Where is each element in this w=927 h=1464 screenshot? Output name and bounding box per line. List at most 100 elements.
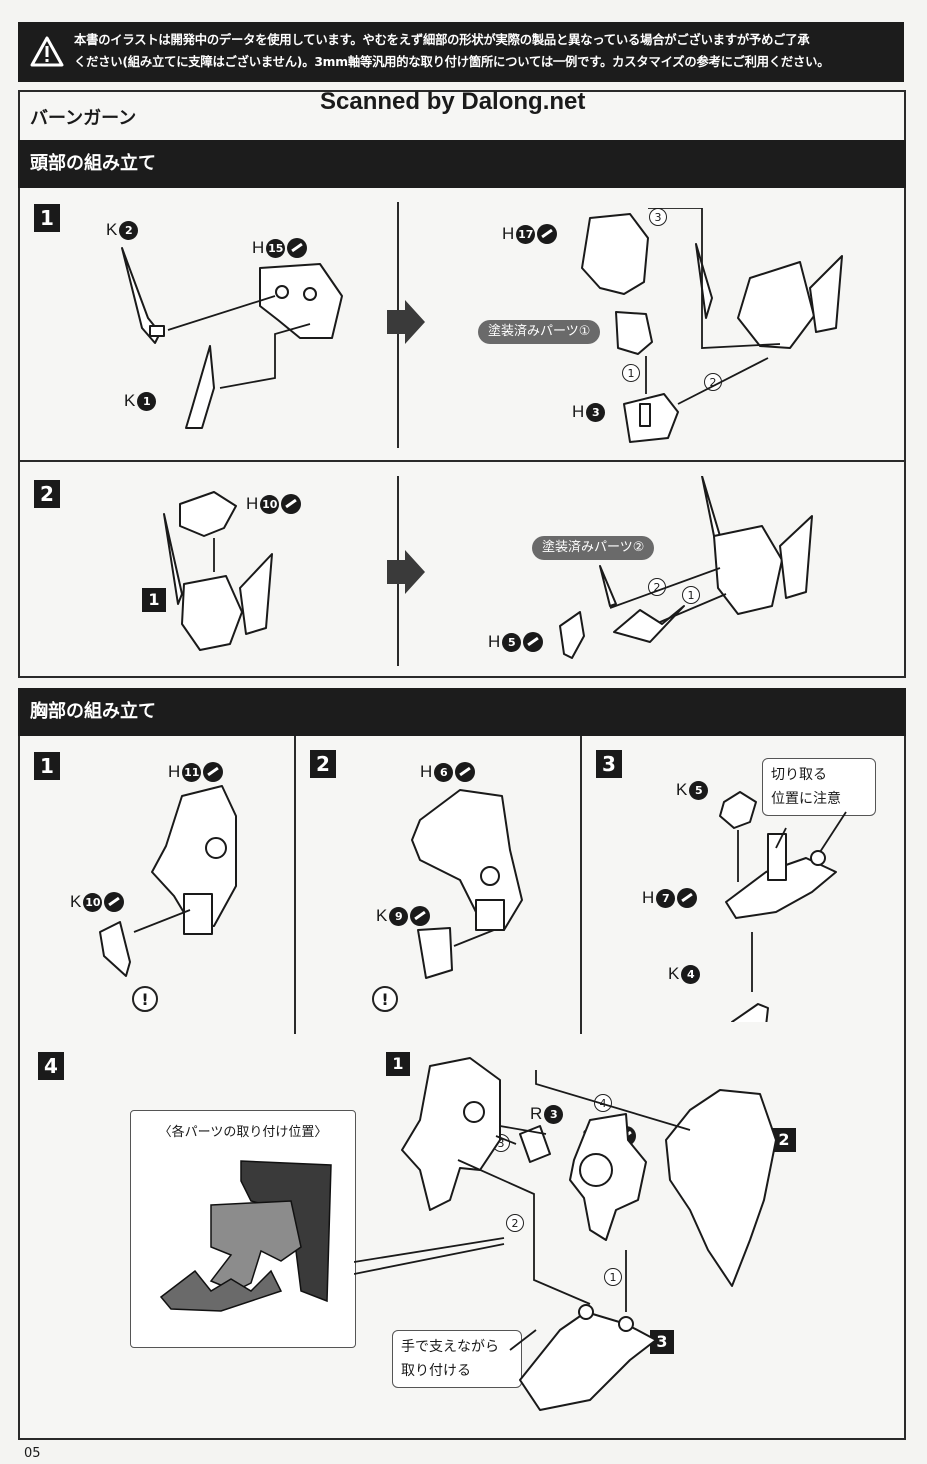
gate-cut-icon	[455, 762, 476, 782]
caution-icon: !	[132, 986, 158, 1012]
subassembly-ref-3: 3	[650, 1330, 674, 1354]
face-part-h17	[581, 213, 649, 295]
assembly-arrow	[499, 1125, 547, 1135]
chest-section-title: 胸部の組み立て	[18, 688, 906, 736]
wing	[779, 515, 813, 599]
product-name: バーンガーン	[30, 108, 137, 129]
head-step2-left-diagram	[163, 491, 273, 651]
horn	[695, 243, 713, 319]
step-number: 1	[34, 204, 60, 232]
inset-diagram	[159, 1160, 332, 1312]
panel-divider	[294, 736, 298, 1034]
step-number: 2	[310, 750, 336, 778]
gate-cut-icon	[523, 632, 544, 652]
part-h5	[559, 611, 585, 659]
assembly-arrow	[659, 593, 727, 623]
step-number: 1	[34, 752, 60, 780]
wing	[239, 553, 273, 635]
assembly-arrow	[609, 567, 721, 609]
chest-step-4-panel: 4 〈各パーツの取り付け位置〉 1 2 3 R3 S5 4 3 2 1 手で支え…	[18, 1034, 906, 1440]
cut-position-note: 切り取る 位置に注意	[762, 758, 876, 816]
head-assembly	[181, 575, 243, 651]
assembly-arrow	[133, 909, 191, 933]
order-step-1: 1	[682, 586, 700, 604]
painted-part-1	[615, 311, 653, 355]
part-k9	[417, 927, 453, 979]
support-note: 手で支えながら 取り付ける	[392, 1330, 522, 1388]
head-step1-right-diagram	[581, 208, 843, 443]
part-k10	[99, 921, 131, 977]
head-assembly	[737, 261, 815, 349]
assembly-arrow	[677, 357, 769, 405]
warning-icon	[30, 36, 64, 67]
chest-base-assembly	[519, 1311, 657, 1411]
caution-icon: !	[372, 986, 398, 1012]
inset-title: 〈各パーツの取り付け位置〉	[158, 1125, 328, 1140]
gate-cut-icon	[104, 892, 125, 912]
chest-right-assembly	[665, 1089, 777, 1287]
part-r3	[519, 1125, 551, 1163]
next-arrow-icon	[387, 550, 425, 594]
subassembly-ref-1: 1	[386, 1052, 410, 1076]
painted-part-2	[613, 605, 685, 643]
page-number: 05	[24, 1446, 41, 1461]
gate-cut-icon	[287, 238, 308, 258]
antenna	[599, 565, 617, 607]
gate-cut-icon	[203, 762, 224, 782]
order-step-2: 2	[506, 1214, 524, 1232]
chest-step2-diagram	[411, 789, 523, 979]
gate-cut-icon	[677, 888, 698, 908]
inset-box: 〈各パーツの取り付け位置〉	[130, 1110, 356, 1348]
next-arrow-icon	[387, 300, 425, 344]
gate-cut-icon	[281, 494, 302, 514]
warning-line-2: ください(組み立てに支障はございません)。3mm軸等汎用的な取り付け箇所について…	[74, 55, 830, 69]
head-step2-right-diagram	[559, 476, 813, 659]
assembly-arrow	[457, 1159, 591, 1305]
warning-line-1: 本書のイラストは開発中のデータを使用しています。やむをえず細部の形状が実際の製品…	[74, 33, 810, 47]
assembly-arrow	[495, 1135, 517, 1145]
warning-banner: 本書のイラストは開発中のデータを使用しています。やむをえず細部の形状が実際の製品…	[18, 22, 904, 82]
chest-left-assembly	[401, 1057, 501, 1211]
gate-cut-icon	[537, 224, 558, 244]
order-step-1: 1	[622, 364, 640, 382]
head-frame-h15	[259, 263, 343, 339]
step-number: 3	[596, 750, 622, 778]
watermark-text: Scanned by Dalong.net	[320, 88, 586, 115]
head-section-title: 頭部の組み立て	[18, 140, 906, 188]
wing-part-k1	[185, 345, 215, 429]
chest-step4-diagram	[401, 1057, 777, 1411]
panel-divider	[580, 736, 584, 1034]
order-step-3: 3	[649, 208, 667, 226]
part-k5	[719, 791, 757, 829]
horn	[163, 513, 183, 605]
painted-part-badge-2: 塗装済みパーツ②	[532, 536, 655, 560]
horn-peg	[149, 325, 165, 337]
product-name-box: バーンガーン	[18, 90, 906, 142]
step-number: 2	[34, 480, 60, 508]
assembly-arrow	[535, 1070, 691, 1131]
assembly-arrow	[453, 929, 495, 947]
wing	[809, 255, 843, 333]
painted-part-badge-1: 塗装済みパーツ①	[478, 320, 601, 344]
inset-pointer-lines	[354, 1237, 505, 1275]
head-assembly	[713, 525, 783, 615]
assembly-arrow	[219, 323, 311, 389]
assembly-arrow	[167, 295, 276, 331]
chest-part-h6	[411, 789, 523, 931]
chest-step3-diagram	[719, 791, 847, 1022]
